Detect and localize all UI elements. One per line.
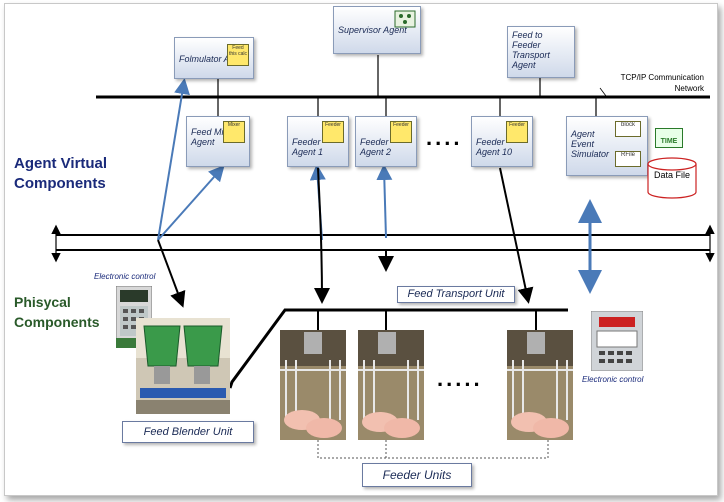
feeder-pen-image-2 xyxy=(358,330,424,440)
supervisor-agent[interactable]: Supervisor Agent xyxy=(333,6,421,54)
feed-transport-unit-label: Feed Transport Unit xyxy=(397,286,515,303)
mixer-icon: Mixer xyxy=(223,121,245,143)
feeder-agent-2-label: Feeder Agent 2 xyxy=(360,137,392,157)
feeder-icon: Feeder xyxy=(506,121,528,143)
folmulator-agent-label: Folmulator Agent xyxy=(179,54,248,64)
network-icon xyxy=(394,10,416,28)
file-icon: RFile xyxy=(615,151,641,167)
agent-event-simulator[interactable]: Agent Event Simulator block RFile xyxy=(566,116,648,176)
feeder-units-label: Feeder Units xyxy=(362,463,472,487)
feed-to-feeder-agent-label: Feed to Feeder Transport Agent xyxy=(512,30,550,70)
feeder-pen-image-10 xyxy=(507,330,573,440)
electronic-control-right-label: Electronic control xyxy=(582,375,644,384)
control-panel-left-image xyxy=(116,286,152,348)
feeder-icon: Feeder xyxy=(322,121,344,143)
feed-mixer-agent-label: Feed Mixer Agent xyxy=(191,127,237,147)
data-file-icon xyxy=(647,157,697,199)
network-label: TCP/IP Communication Network xyxy=(620,73,704,93)
feed-blender-unit-label: Feed Blender Unit xyxy=(122,421,254,443)
control-panel-right-image xyxy=(591,311,643,371)
feeder-agent-1-label: Feeder Agent 1 xyxy=(292,137,324,157)
feed-blender-image xyxy=(136,318,230,414)
section-virtual: Agent Virtual Components xyxy=(14,155,108,192)
feeder-agent-2[interactable]: Feeder Agent 2 Feeder xyxy=(355,116,417,167)
supervisor-agent-label: Supervisor Agent xyxy=(338,25,407,35)
feed-mixer-agent[interactable]: Feed Mixer Agent Mixer xyxy=(186,116,250,167)
feeder-agent-10-label: Feeder Agent 10 xyxy=(476,137,513,157)
calculator-icon: Feed this calc xyxy=(227,44,249,66)
agent-ellipsis: .... xyxy=(426,125,463,150)
folmulator-agent[interactable]: Folmulator Agent Feed this calc xyxy=(174,37,254,79)
feeder-icon: Feeder xyxy=(390,121,412,143)
block-icon: block xyxy=(615,121,641,137)
time-icon: TIME xyxy=(655,128,683,148)
section-physical: Phisycal Components xyxy=(14,294,100,330)
agent-event-simulator-label: Agent Event Simulator xyxy=(571,129,610,159)
pen-ellipsis: ..... xyxy=(437,366,483,391)
feed-to-feeder-transport-agent[interactable]: Feed to Feeder Transport Agent xyxy=(507,26,575,78)
feeder-agent-10[interactable]: Feeder Agent 10 Feeder xyxy=(471,116,533,167)
feeder-pen-image-1 xyxy=(280,330,346,440)
electronic-control-left-label: Electronic control xyxy=(94,272,156,281)
feed-transport-pipe xyxy=(228,308,568,389)
data-file-label: Data File xyxy=(653,170,690,180)
feeder-agent-1[interactable]: Feeder Agent 1 Feeder xyxy=(287,116,349,167)
